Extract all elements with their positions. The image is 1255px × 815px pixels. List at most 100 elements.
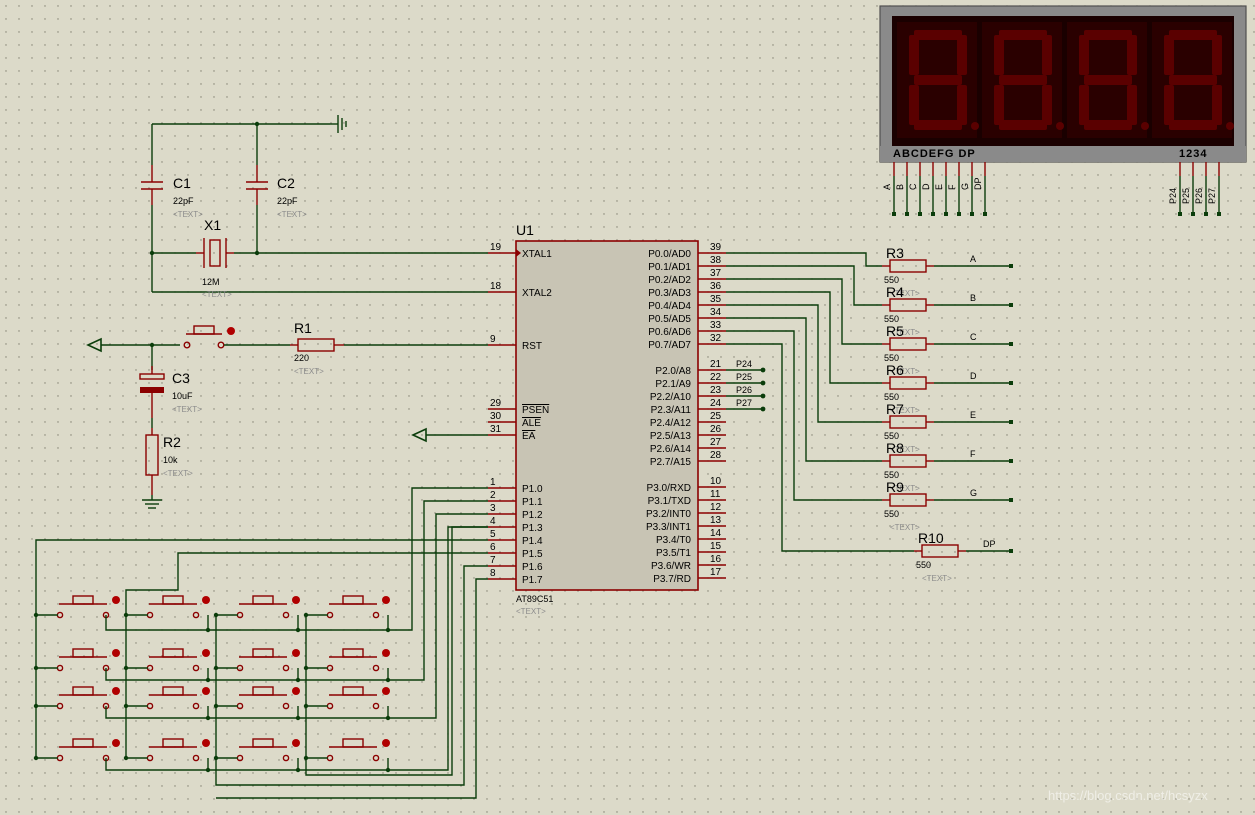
key-r1-c4[interactable] (326, 595, 390, 619)
chip-pin-7: 7P1.6 (488, 555, 543, 573)
key-r2-c4[interactable] (326, 648, 390, 672)
pin-name: P3.2/INT0 (646, 509, 691, 520)
resistor-r8[interactable] (882, 454, 934, 468)
chip-pin-6: 6P1.5 (488, 542, 543, 560)
svg-text:<TEXT>: <TEXT> (890, 484, 920, 493)
pin-name: P0.0/AD0 (648, 249, 691, 260)
svg-text:F: F (970, 449, 976, 459)
label-c3: C3 10uF <TEXT> (172, 370, 202, 414)
svg-text:D: D (970, 371, 977, 381)
key-r4-c4[interactable] (326, 738, 390, 762)
label-c1: C1 22pF <TEXT> (173, 175, 203, 219)
pin-name: P2.4/A12 (650, 418, 692, 429)
resistor-r10[interactable] (914, 544, 966, 558)
chip-pin-8: 8P1.7 (488, 568, 543, 586)
svg-text:10uF: 10uF (172, 391, 193, 401)
pin-number: 37 (710, 268, 722, 279)
segment-wires (726, 252, 1013, 553)
pin-name: P3.3/INT1 (646, 522, 691, 533)
key-r1-c3[interactable] (236, 595, 300, 619)
display-pin-p27: P27 (1207, 162, 1221, 216)
chip-u1[interactable]: 19XTAL118XTAL29RST29PSEN30ALE31EA1P1.02P… (488, 240, 726, 591)
chip-pins-right: 39P0.0/AD038P0.1/AD137P0.2/AD236P0.3/AD3… (646, 242, 726, 585)
svg-text:C: C (908, 183, 918, 190)
resistor-r4[interactable] (882, 298, 934, 312)
pin-name: P3.1/TXD (648, 496, 691, 507)
pin-number: 34 (710, 307, 722, 318)
svg-text:R3: R3 (886, 245, 904, 261)
pin-number: 8 (490, 568, 496, 579)
resistor-r2[interactable] (145, 428, 159, 495)
seven-segment-display[interactable]: ABCDEFG DP 1234 (879, 5, 1247, 163)
p2-net-labels: P24 P25 P26 P27 (736, 359, 752, 408)
pin-number: 7 (490, 555, 496, 566)
display-pin-g: G (960, 162, 974, 216)
resistor-r1[interactable] (290, 338, 344, 352)
svg-text:C: C (970, 332, 977, 342)
key-r1-c2[interactable] (146, 595, 210, 619)
pin-number: 33 (710, 320, 722, 331)
svg-text:<TEXT>: <TEXT> (890, 406, 920, 415)
pin-name: P1.3 (522, 523, 543, 534)
digit-1 (897, 22, 979, 138)
capacitor-c3[interactable] (139, 366, 165, 418)
pin-name: P2.5/A13 (650, 431, 692, 442)
pin-name: P1.6 (522, 562, 543, 573)
resistor-r6[interactable] (882, 376, 934, 390)
capacitor-c1[interactable] (141, 165, 163, 205)
chip-pins-left: 19XTAL118XTAL29RST29PSEN30ALE31EA1P1.02P… (488, 242, 552, 586)
pin-name: ALE (522, 418, 541, 429)
svg-text:C2: C2 (277, 175, 295, 191)
display-digits (897, 22, 1234, 138)
svg-text:P27: P27 (1207, 188, 1217, 204)
key-r4-c1[interactable] (56, 738, 120, 762)
svg-text:<TEXT>: <TEXT> (890, 367, 920, 376)
capacitor-c2[interactable] (246, 165, 268, 205)
crystal-x1[interactable] (196, 238, 234, 268)
svg-text:G: G (970, 488, 977, 498)
svg-text:A: A (970, 254, 976, 264)
pin-number: 14 (710, 528, 722, 539)
reset-button[interactable] (183, 325, 235, 349)
svg-text:550: 550 (884, 470, 899, 480)
svg-text:22pF: 22pF (277, 196, 298, 206)
svg-text:<TEXT>: <TEXT> (922, 574, 952, 583)
svg-text:F: F (947, 184, 957, 190)
svg-text:550: 550 (884, 509, 899, 519)
resistor-r9[interactable] (882, 493, 934, 507)
pin-number: 12 (710, 502, 722, 513)
key-r2-c3[interactable] (236, 648, 300, 672)
label-r2: R2 10k <TEXT> (163, 434, 193, 478)
pin-number: 29 (490, 398, 502, 409)
resistor-r7[interactable] (882, 415, 934, 429)
key-r3-c4[interactable] (326, 686, 390, 710)
pin-name: P3.0/RXD (647, 483, 691, 494)
resistor-r5[interactable] (882, 337, 934, 351)
svg-text:R10: R10 (918, 530, 944, 546)
svg-text:550: 550 (884, 431, 899, 441)
pin-number: 30 (490, 411, 502, 422)
pin-number: 32 (710, 333, 722, 344)
segment-resistors: R3550<TEXT>AR4550<TEXT>BR5550<TEXT>CR655… (882, 245, 996, 583)
pin-number: 38 (710, 255, 722, 266)
key-r3-c3[interactable] (236, 686, 300, 710)
svg-text:220: 220 (294, 353, 309, 363)
pin-number: 22 (710, 372, 722, 383)
key-r3-c1[interactable] (56, 686, 120, 710)
resistor-r3[interactable] (882, 259, 934, 273)
pin-name: P1.0 (522, 484, 543, 495)
pin-name: P0.1/AD1 (648, 262, 691, 273)
pin-name: P0.2/AD2 (648, 275, 691, 286)
